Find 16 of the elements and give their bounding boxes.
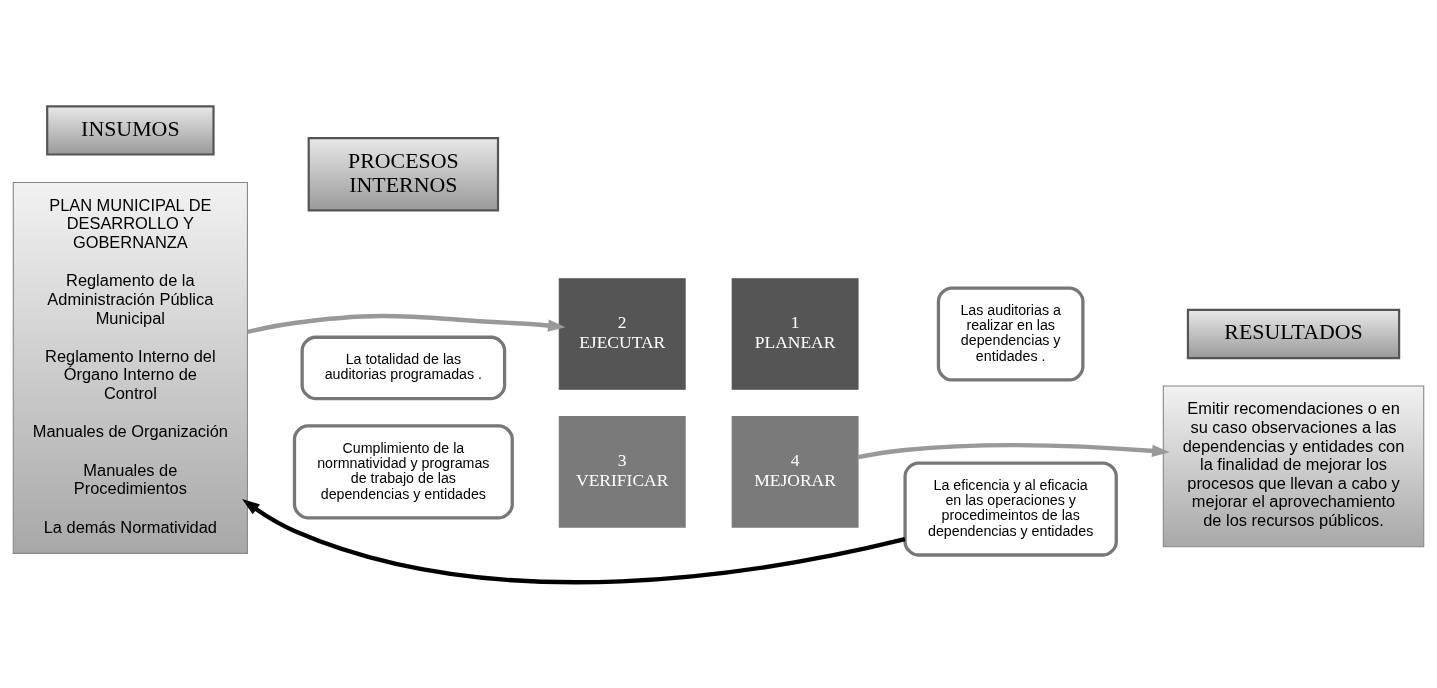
- node-box: 2 EJECUTAR: [558, 277, 686, 390]
- node-box: INSUMOS: [46, 104, 215, 156]
- arrow: [857, 442, 1170, 459]
- node-box: La eficencia y al eficacia en las operaciones y procedimeintos de las dependencias y entidades: [903, 460, 1118, 557]
- node-box: Las auditorias a realizar en las dependencias y entidades .: [936, 285, 1085, 382]
- node-box: 4 MEJORAR: [731, 415, 859, 528]
- node-box: PROCESOS INTERNOS: [307, 136, 500, 211]
- node-box: La totalidad de las auditorias programadas .: [300, 335, 507, 400]
- node-box: Emitir recomendaciones o en su caso observaciones a las dependencias y entidades con la finalidad de mejorar los procesos que llevan a cabo y mejorar el aprovechamiento de los recursos públicos.: [1162, 384, 1425, 547]
- node-box: 1 PLANEAR: [731, 277, 859, 390]
- arrow: [247, 313, 566, 334]
- arrow: [242, 498, 906, 584]
- node-box: Cumplimiento de la normnatividad y programas de trabajo de las dependencias y entidades: [292, 423, 514, 519]
- node-box: 3 VERIFICAR: [558, 415, 686, 528]
- node-box: RESULTADOS: [1186, 308, 1401, 359]
- node-box: PLAN MUNICIPAL DE DESARROLLO Y GOBERNANZA Reglamento de la Administración Pública Municipal Reglamento Interno del Órgano Interno de Control Manuales de Organización Manuales de Procedimientos La demás Normatividad: [12, 181, 248, 554]
